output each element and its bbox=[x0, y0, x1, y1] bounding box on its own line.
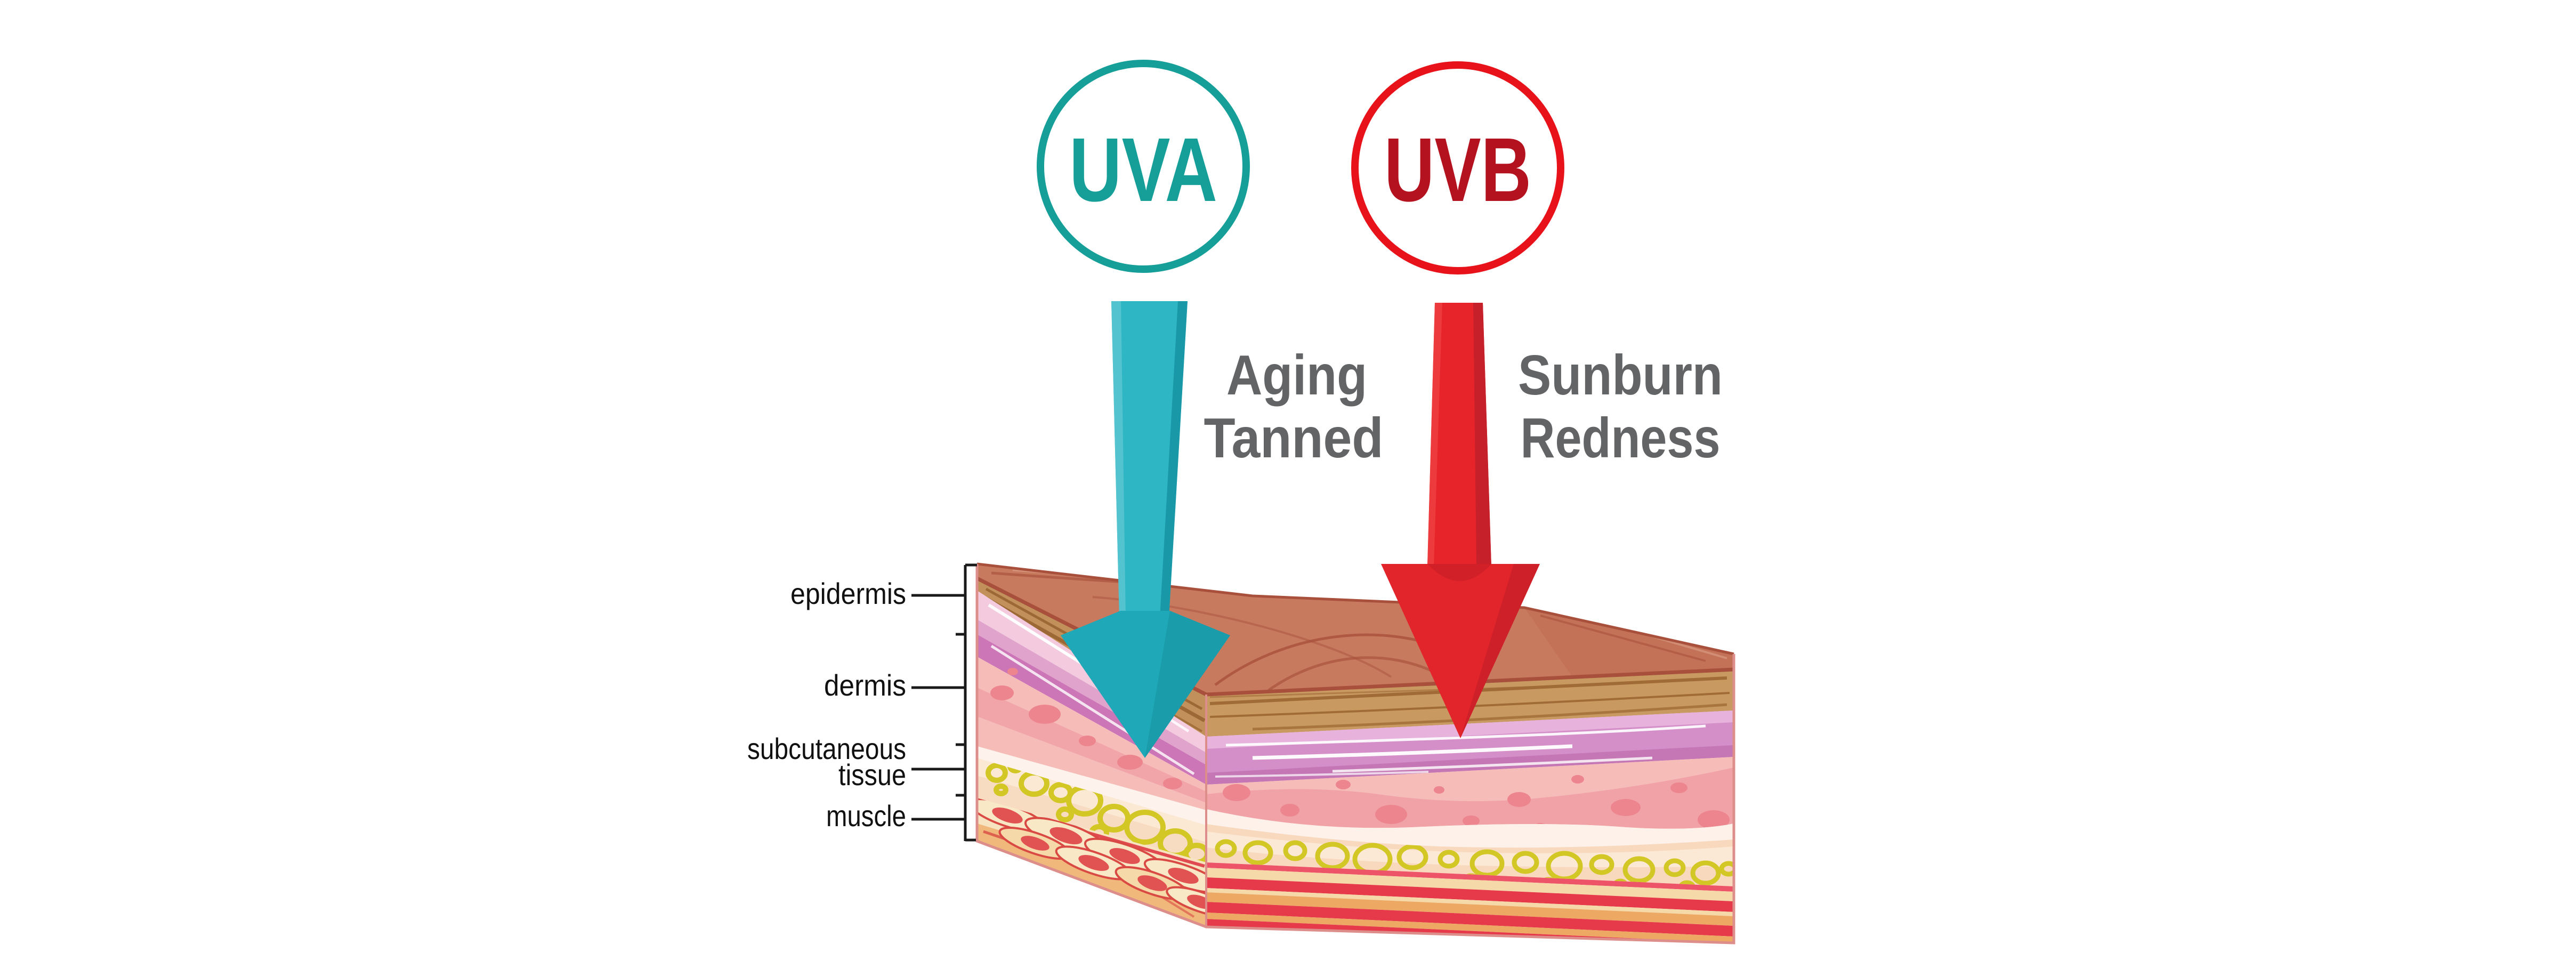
uvb-circle bbox=[1351, 61, 1564, 274]
uva-arrow bbox=[1061, 301, 1230, 758]
skin-front-face bbox=[1206, 669, 1734, 943]
uva-effect-line1: Aging bbox=[1226, 344, 1367, 407]
skin-back-edge bbox=[976, 562, 1734, 656]
uva-badge: UVA bbox=[1037, 60, 1250, 273]
label-subcutaneous: subcutaneous bbox=[747, 732, 906, 765]
uvb-arrowhead bbox=[1381, 564, 1540, 738]
skin-block-illustration bbox=[975, 562, 1735, 944]
layer-bracket bbox=[911, 563, 977, 842]
uvb-text: UVB bbox=[1384, 119, 1531, 221]
label-dermis: dermis bbox=[824, 668, 906, 702]
uvb-effect-line2: Redness bbox=[1521, 407, 1721, 470]
label-subcutaneous-tissue: tissue bbox=[838, 758, 906, 792]
dermis-blobs bbox=[1223, 775, 1730, 829]
uvb-effect-line1: Sunburn bbox=[1518, 344, 1723, 407]
muscle-fiber-cells bbox=[977, 798, 1206, 918]
label-muscle: muscle bbox=[826, 799, 906, 833]
uva-text: UVA bbox=[1069, 119, 1217, 221]
skin-block-outline bbox=[975, 564, 1735, 944]
uva-effect-line2: Tanned bbox=[1204, 407, 1384, 470]
muscle-stripes-layer bbox=[1206, 862, 1734, 943]
uvb-arrow bbox=[1381, 303, 1540, 738]
facet-muscle-layer bbox=[977, 798, 1206, 927]
label-epidermis: epidermis bbox=[790, 577, 906, 610]
uva-circle bbox=[1037, 60, 1250, 273]
facet-dermis-blobs bbox=[990, 668, 1182, 789]
uvb-badge: UVB bbox=[1351, 61, 1564, 274]
